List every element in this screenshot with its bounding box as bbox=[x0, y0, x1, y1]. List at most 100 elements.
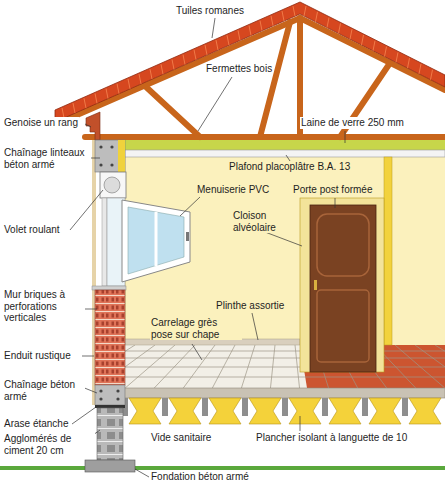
stroke bbox=[212, 345, 235, 388]
stroke bbox=[419, 64, 421, 74]
joist bbox=[242, 398, 248, 416]
leader-lines bbox=[70, 18, 345, 477]
part-label: Plancher isolant à languette de 10 bbox=[255, 432, 408, 444]
tile-ridges bbox=[62, 6, 433, 118]
stroke bbox=[408, 58, 410, 68]
part-label: Agglomérés de ciment 20 cm bbox=[3, 433, 95, 456]
stroke bbox=[161, 64, 163, 74]
stroke bbox=[216, 40, 218, 50]
stroke bbox=[125, 377, 445, 378]
part-label: Carrelage grès pose sur chape bbox=[150, 317, 242, 340]
stroke bbox=[431, 70, 433, 80]
stroke bbox=[194, 50, 196, 60]
roller-shutter bbox=[100, 172, 126, 198]
back-wall bbox=[125, 157, 445, 345]
part-label: Tuiles romanes bbox=[175, 5, 245, 17]
stroke bbox=[395, 345, 445, 388]
stroke bbox=[172, 59, 174, 69]
stroke bbox=[304, 6, 306, 16]
lintel-chain bbox=[95, 140, 125, 172]
part-label: Vide sanitaire bbox=[150, 432, 212, 444]
floor-slab bbox=[123, 388, 445, 398]
insulating-block bbox=[249, 398, 281, 424]
stroke bbox=[73, 103, 75, 113]
part-label: Genoise un rang bbox=[3, 117, 79, 129]
glass-wool bbox=[100, 140, 445, 150]
stroke bbox=[249, 25, 251, 35]
insulating-floor bbox=[122, 398, 441, 424]
concrete-blocks bbox=[97, 408, 123, 460]
stroke bbox=[316, 12, 318, 22]
stroke bbox=[117, 84, 119, 94]
tiled-floor bbox=[125, 345, 445, 388]
stroke bbox=[350, 29, 352, 39]
part-label: Porte post formée bbox=[292, 184, 373, 196]
door bbox=[310, 205, 376, 372]
part-label: Menuiserie PVC bbox=[196, 184, 270, 196]
stroke bbox=[260, 21, 262, 31]
insulating-block bbox=[329, 398, 361, 424]
stroke bbox=[241, 345, 255, 388]
insulating-block bbox=[369, 398, 401, 424]
genoise bbox=[86, 112, 100, 140]
insulating-block bbox=[289, 398, 321, 424]
stroke bbox=[238, 30, 240, 40]
stroke bbox=[95, 93, 97, 103]
joist bbox=[402, 398, 408, 416]
ground-chain bbox=[95, 385, 125, 405]
stroke bbox=[128, 79, 130, 89]
partition bbox=[384, 157, 392, 345]
part-label: Laine de verre 250 mm bbox=[300, 117, 405, 129]
stroke bbox=[183, 345, 215, 388]
brick-wall bbox=[95, 290, 125, 385]
stroke bbox=[295, 345, 300, 388]
stroke bbox=[227, 35, 229, 45]
foundation bbox=[85, 460, 135, 472]
insulating-block bbox=[409, 398, 441, 424]
stroke bbox=[415, 345, 445, 388]
stroke bbox=[293, 6, 295, 16]
stroke bbox=[84, 98, 86, 108]
stroke bbox=[154, 345, 195, 388]
part-label: Fermettes bois bbox=[205, 63, 273, 75]
stroke bbox=[125, 345, 175, 388]
stroke bbox=[125, 358, 445, 359]
stroke bbox=[205, 45, 207, 55]
wood-trusses bbox=[70, 18, 445, 137]
stroke bbox=[150, 69, 152, 79]
part-label: Plafond placoplâtre B.A. 13 bbox=[228, 161, 351, 173]
part-label: Volet roulant bbox=[3, 224, 61, 236]
joist bbox=[162, 398, 168, 416]
stroke bbox=[396, 52, 398, 62]
stroke bbox=[270, 345, 275, 388]
part-label: Mur briques à perforations verticales bbox=[3, 289, 85, 324]
plasterboard-ceiling bbox=[125, 150, 445, 157]
door-frame bbox=[300, 198, 384, 372]
stroke bbox=[435, 345, 445, 388]
insulating-block bbox=[129, 398, 161, 424]
part-label: Chaînage béton armé bbox=[3, 379, 85, 402]
stroke bbox=[106, 89, 108, 99]
stroke bbox=[282, 11, 284, 21]
stroke bbox=[339, 23, 341, 33]
stroke bbox=[125, 367, 445, 368]
crawl-space bbox=[123, 424, 445, 466]
part-label: Arase étanche bbox=[3, 418, 70, 430]
stroke bbox=[385, 47, 387, 57]
stroke bbox=[139, 74, 141, 84]
joist bbox=[322, 398, 328, 416]
part-label: Fondation béton armé bbox=[150, 471, 250, 483]
floor-grid bbox=[125, 345, 445, 388]
insulating-block bbox=[169, 398, 201, 424]
insulating-block bbox=[209, 398, 241, 424]
part-label: Enduit rustique bbox=[3, 350, 72, 362]
stroke bbox=[125, 351, 445, 352]
sill bbox=[92, 286, 126, 290]
pvc-window bbox=[122, 200, 190, 282]
stroke bbox=[271, 16, 273, 26]
roof-tiles bbox=[55, 2, 445, 122]
ground bbox=[0, 466, 445, 470]
damp-course bbox=[95, 405, 125, 408]
joist bbox=[362, 398, 368, 416]
stroke bbox=[183, 55, 185, 65]
